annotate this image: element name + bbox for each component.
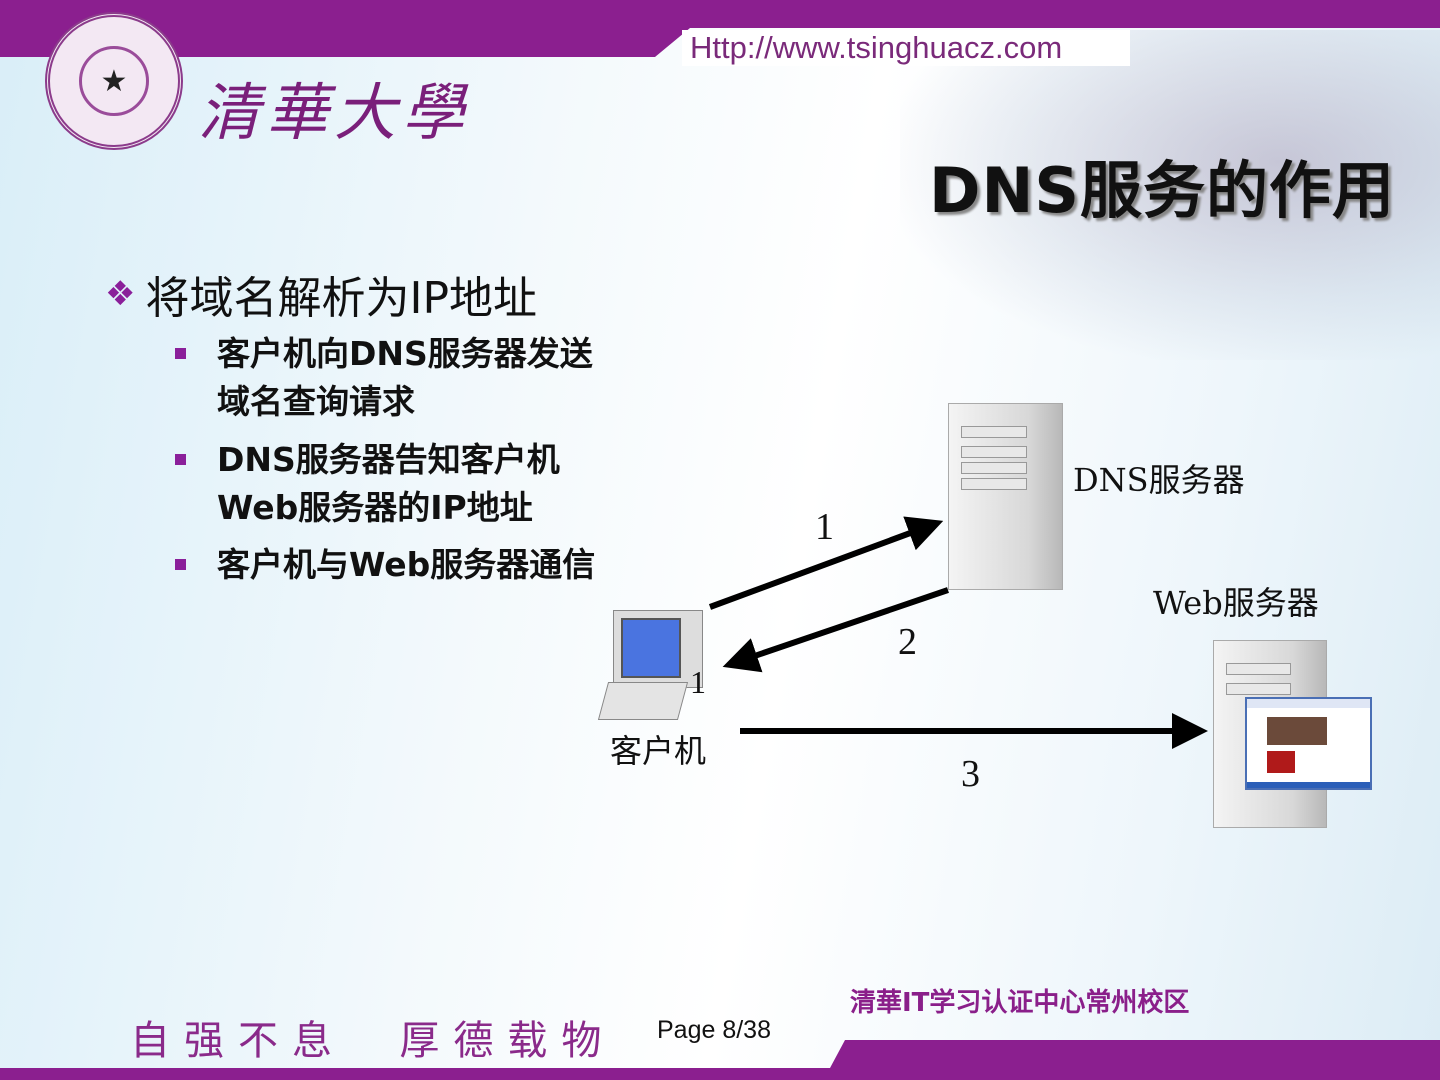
- step-2-label: 2: [898, 621, 917, 663]
- client-computer-icon: [597, 610, 710, 722]
- dns-server-icon: [948, 403, 1063, 590]
- star-icon: ★: [79, 46, 149, 116]
- top-band: [0, 0, 1440, 57]
- page-number: Page 8/38: [657, 1016, 771, 1044]
- client-label: 客户机: [610, 732, 707, 770]
- main-bullet-text: 将域名解析为IP地址: [145, 273, 537, 324]
- bullet-line: 客户机与Web服务器通信: [217, 545, 596, 584]
- stray-label: 1: [690, 664, 706, 700]
- university-seal-logo: ★: [45, 12, 183, 150]
- slide-title: DNS服务的作用: [928, 154, 1395, 227]
- arrow-response: [722, 587, 949, 673]
- webpage-screenshot-icon: [1245, 697, 1372, 790]
- university-name-logo: 清華大學: [198, 76, 471, 149]
- step-1-label: 1: [815, 506, 834, 548]
- bottom-band: [0, 1040, 1440, 1080]
- arrow-query: [708, 516, 944, 610]
- org-name: 清華IT学习认证中心常州校区: [850, 988, 1190, 1018]
- step-3-label: 3: [961, 753, 980, 795]
- bullet-line: Web服务器的IP地址: [217, 488, 533, 527]
- dns-server-label: DNS服务器: [1073, 461, 1245, 499]
- sub-bullet-2: DNS服务器告知客户机 Web服务器的IP地址: [175, 436, 560, 532]
- sub-bullet-3: 客户机与Web服务器通信: [175, 541, 595, 589]
- square-bullet-icon: [175, 559, 186, 570]
- web-server-label: Web服务器: [1153, 584, 1319, 622]
- motto: 自强不息 厚德载物: [130, 1018, 616, 1064]
- bullet-line: DNS服务器告知客户机: [217, 440, 560, 479]
- bullet-line: 客户机向DNS服务器发送: [217, 334, 593, 373]
- campus-photo-background: [900, 30, 1440, 360]
- bullet-line: 域名查询请求: [217, 382, 415, 421]
- website-url[interactable]: Http://www.tsinghuacz.com: [682, 30, 1130, 66]
- square-bullet-icon: [175, 348, 186, 359]
- main-bullet: ❖将域名解析为IP地址: [105, 262, 537, 326]
- diamond-bullet-icon: ❖: [105, 274, 136, 314]
- sub-bullet-1: 客户机向DNS服务器发送域名查询请求: [175, 330, 593, 426]
- square-bullet-icon: [175, 454, 186, 465]
